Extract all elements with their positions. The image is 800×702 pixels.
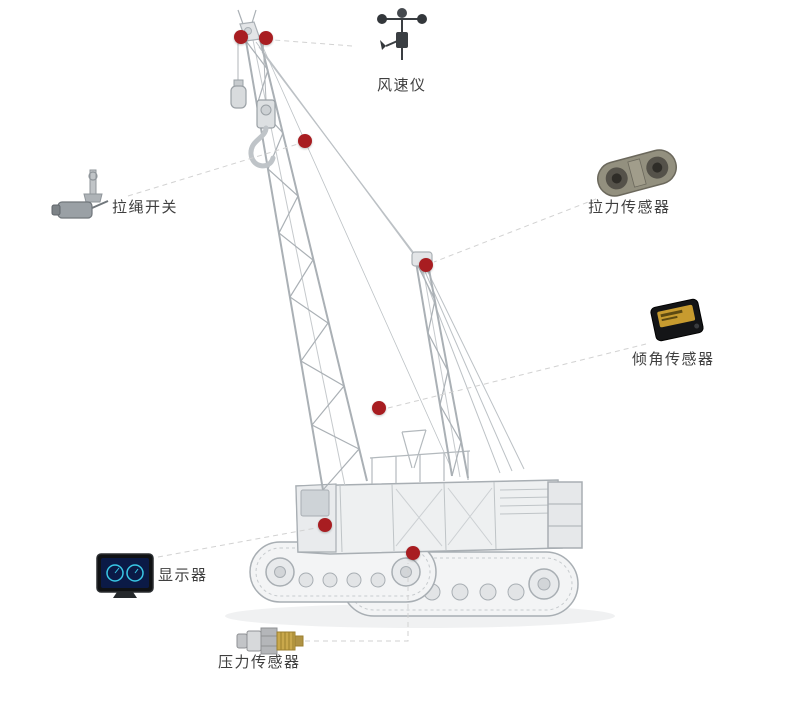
display-icon xyxy=(96,553,154,598)
connector-tilt-sensor xyxy=(387,343,647,409)
cables xyxy=(255,41,525,474)
crane-body xyxy=(295,429,583,555)
marker-boom-tip-aux xyxy=(234,30,248,44)
connector-pressure-sensor xyxy=(305,563,409,642)
label-display: 显示器 xyxy=(158,566,208,584)
marker-mast-top-tension-sensor xyxy=(419,258,433,272)
label-tilt-sensor: 倾角传感器 xyxy=(632,350,715,368)
counterweight xyxy=(547,481,583,549)
connector-pull-rope-switch xyxy=(127,143,299,197)
connector-tension-sensor xyxy=(433,198,597,263)
connector-lines xyxy=(127,39,647,642)
limit-switch-weight xyxy=(230,42,247,109)
crawler-track-front xyxy=(249,541,437,603)
main-boom xyxy=(237,9,368,491)
label-anemometer: 风速仪 xyxy=(377,76,427,94)
label-pull-rope-switch: 拉绳开关 xyxy=(112,198,179,216)
handrail xyxy=(371,451,469,484)
marker-superstructure-display xyxy=(318,518,332,532)
hook-block xyxy=(248,39,276,169)
marker-mid-boom-tilt-sensor xyxy=(372,401,386,415)
connector-anemometer xyxy=(273,39,353,47)
pressure-sensor-icon xyxy=(236,627,304,655)
label-pressure-sensor: 压力传感器 xyxy=(218,653,301,671)
anemometer-icon xyxy=(377,8,427,60)
pull-rope-switch-icon xyxy=(51,169,109,219)
tilt-sensor-icon xyxy=(650,298,704,342)
marker-upper-boom-pull-switch xyxy=(298,134,312,148)
marker-boom-tip-anemometer xyxy=(259,31,273,45)
label-tension-sensor: 拉力传感器 xyxy=(588,198,671,216)
tension-sensor-icon xyxy=(597,149,677,197)
marker-crawler-pressure-sensor xyxy=(406,546,420,560)
